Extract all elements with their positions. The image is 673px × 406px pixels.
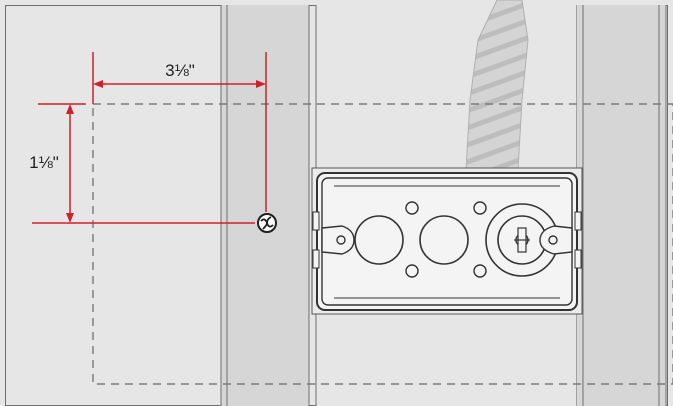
electrical-box <box>311 167 583 315</box>
dimension-horizontal <box>92 52 267 212</box>
screw-icon <box>257 213 277 233</box>
stud-left <box>220 5 317 406</box>
horizontal-dimension-label: 3⅛" <box>165 61 195 80</box>
knockout-left <box>354 215 404 265</box>
mounting-tab-left <box>321 225 355 255</box>
mounting-tab-right <box>539 225 573 255</box>
knockout-center <box>419 215 469 265</box>
dimension-vertical <box>32 103 255 224</box>
vertical-dimension-label: 1⅛" <box>29 153 59 172</box>
stud-right <box>575 5 667 406</box>
cutout-dashed-outline <box>92 103 673 385</box>
